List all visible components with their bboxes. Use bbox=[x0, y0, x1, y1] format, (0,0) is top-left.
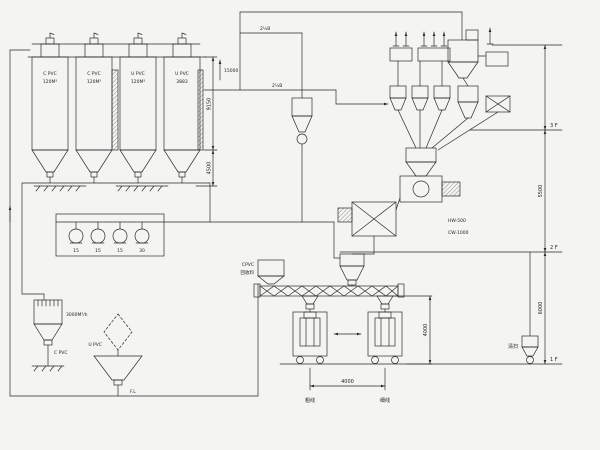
recycle-label-2: 回收料 bbox=[241, 269, 255, 276]
vent-flag-icon bbox=[181, 32, 187, 39]
additive-bin bbox=[389, 47, 413, 62]
blower-room: 15 15 15 30 bbox=[55, 213, 341, 259]
pneumatic-pipes: 2½B 2½B 15000 bbox=[203, 11, 463, 106]
surge-hopper bbox=[339, 253, 365, 287]
cleaning-label: 清扫 bbox=[508, 343, 518, 350]
cpvc-feed-label: C PVC bbox=[54, 350, 68, 356]
silo-capacity: 120M³ bbox=[87, 79, 101, 85]
storage-silo-group: C PVC 120M³ C PVC 120M³ U PVC bbox=[21, 32, 218, 223]
vent-flag-icon bbox=[49, 32, 55, 39]
blower-rating: 15 bbox=[73, 248, 79, 254]
blower-rating: 15 bbox=[95, 248, 101, 254]
recycle-feed-box: CPVC 回收料 bbox=[241, 259, 285, 285]
wheel-icon bbox=[316, 356, 324, 364]
blower-rating: 30 bbox=[139, 248, 145, 254]
rotary-valve-icon bbox=[113, 379, 123, 386]
additive-bin bbox=[417, 47, 451, 62]
silo-label: U PVC bbox=[131, 71, 145, 77]
pipe-size-label: 2½B bbox=[272, 82, 282, 89]
station-right-label: 细线 bbox=[380, 397, 390, 404]
feeder-box bbox=[485, 51, 509, 67]
floor-1-label: 1 F bbox=[550, 357, 558, 363]
silo-4: U PVC 3883 bbox=[163, 32, 201, 184]
floor-level-label: F.L bbox=[130, 389, 136, 395]
hot-mixer-model: HW-500 bbox=[448, 218, 466, 224]
cleaning-unit: 清扫 bbox=[508, 251, 539, 365]
motor-icon bbox=[337, 207, 353, 223]
packing-station-right: 细线 bbox=[367, 295, 403, 404]
rotary-valve-icon bbox=[347, 279, 357, 286]
weigh-hopper-group bbox=[389, 85, 511, 151]
floor-2-label: 2 F bbox=[550, 245, 558, 251]
upvc-feed-label: U PVC bbox=[88, 342, 102, 348]
dim-station-height: 4000 bbox=[423, 324, 429, 337]
silo-label: C PVC bbox=[87, 71, 101, 77]
ladder-icon bbox=[111, 69, 119, 151]
station-dimensions: 4000 4000 bbox=[309, 295, 433, 391]
packing-station-left: 粗线 bbox=[292, 295, 328, 404]
dim-silo-height: 9150 bbox=[207, 98, 213, 111]
bag-icon bbox=[374, 317, 396, 347]
silo-label: U PVC bbox=[175, 71, 189, 77]
dayblend-funnel: F.L bbox=[93, 355, 143, 397]
recycle-label-1: CPVC bbox=[242, 262, 254, 268]
wheel-icon bbox=[296, 356, 304, 364]
blower-rating: 15 bbox=[117, 248, 123, 254]
blower-2: 15 bbox=[90, 221, 106, 254]
silo-1: C PVC 120M³ bbox=[31, 32, 69, 184]
motor-icon bbox=[441, 181, 461, 197]
silo-2: C PVC 120M³ bbox=[75, 32, 113, 184]
filter-cap-icon bbox=[465, 29, 479, 41]
ground-hatch bbox=[31, 365, 65, 372]
top-right-vents bbox=[389, 27, 509, 87]
silo-capacity: 120M³ bbox=[43, 79, 57, 85]
vent-flag-icon bbox=[137, 32, 143, 39]
wheel-icon bbox=[371, 356, 379, 364]
silo-capacity: 120M³ bbox=[131, 79, 145, 85]
dim-floor1-2: 6000 bbox=[538, 302, 544, 315]
blower-icon bbox=[296, 133, 308, 145]
left-riser-pipe bbox=[8, 49, 259, 397]
ground-hatch bbox=[33, 185, 169, 192]
hot-mixer: HW-500 CW-1000 bbox=[399, 147, 469, 236]
silo-capacity: 3883 bbox=[176, 79, 188, 85]
dim-station-span: 4000 bbox=[341, 379, 354, 385]
screw-conveyor bbox=[253, 283, 405, 298]
bag-icon bbox=[299, 317, 321, 347]
cool-mixer-model: CW-1000 bbox=[448, 230, 469, 236]
pipe-size-label: 2½B bbox=[260, 25, 270, 32]
silo-label: C PVC bbox=[43, 71, 57, 77]
bag-dump: U PVC bbox=[88, 313, 133, 357]
blower-1: 15 bbox=[68, 221, 84, 254]
top-right-receiver bbox=[447, 29, 479, 87]
floor-lines: 3 F 2 F 1 F bbox=[279, 44, 563, 365]
elevation-label: 15000 bbox=[224, 68, 238, 74]
airflow-label: 3000M³/h bbox=[66, 312, 88, 318]
dim-floor2-3: 5500 bbox=[538, 185, 544, 198]
wheel-icon bbox=[391, 356, 399, 364]
flexible-bag-icon bbox=[103, 313, 133, 351]
blower-icon bbox=[526, 356, 534, 364]
floor-3-label: 3 F bbox=[550, 123, 558, 129]
side-feeder bbox=[437, 95, 511, 151]
silo-dimensions: 9150 4500 bbox=[195, 56, 218, 187]
center-receiver bbox=[291, 97, 313, 223]
vent-flag-icon bbox=[93, 32, 99, 39]
cooling-mixer bbox=[337, 197, 401, 255]
right-dimension-chain: 5500 6000 bbox=[538, 44, 547, 365]
rotary-valve-icon bbox=[43, 339, 53, 346]
dust-collector: 3000M³/h C PVC bbox=[31, 299, 88, 372]
blower-3: 15 bbox=[112, 221, 128, 254]
blower-4: 30 bbox=[134, 221, 150, 254]
ladder-icon bbox=[197, 69, 204, 151]
dim-silo-lower: 4500 bbox=[207, 162, 213, 175]
station-left-label: 粗线 bbox=[305, 397, 315, 404]
silo-3: U PVC 120M³ bbox=[119, 32, 157, 184]
